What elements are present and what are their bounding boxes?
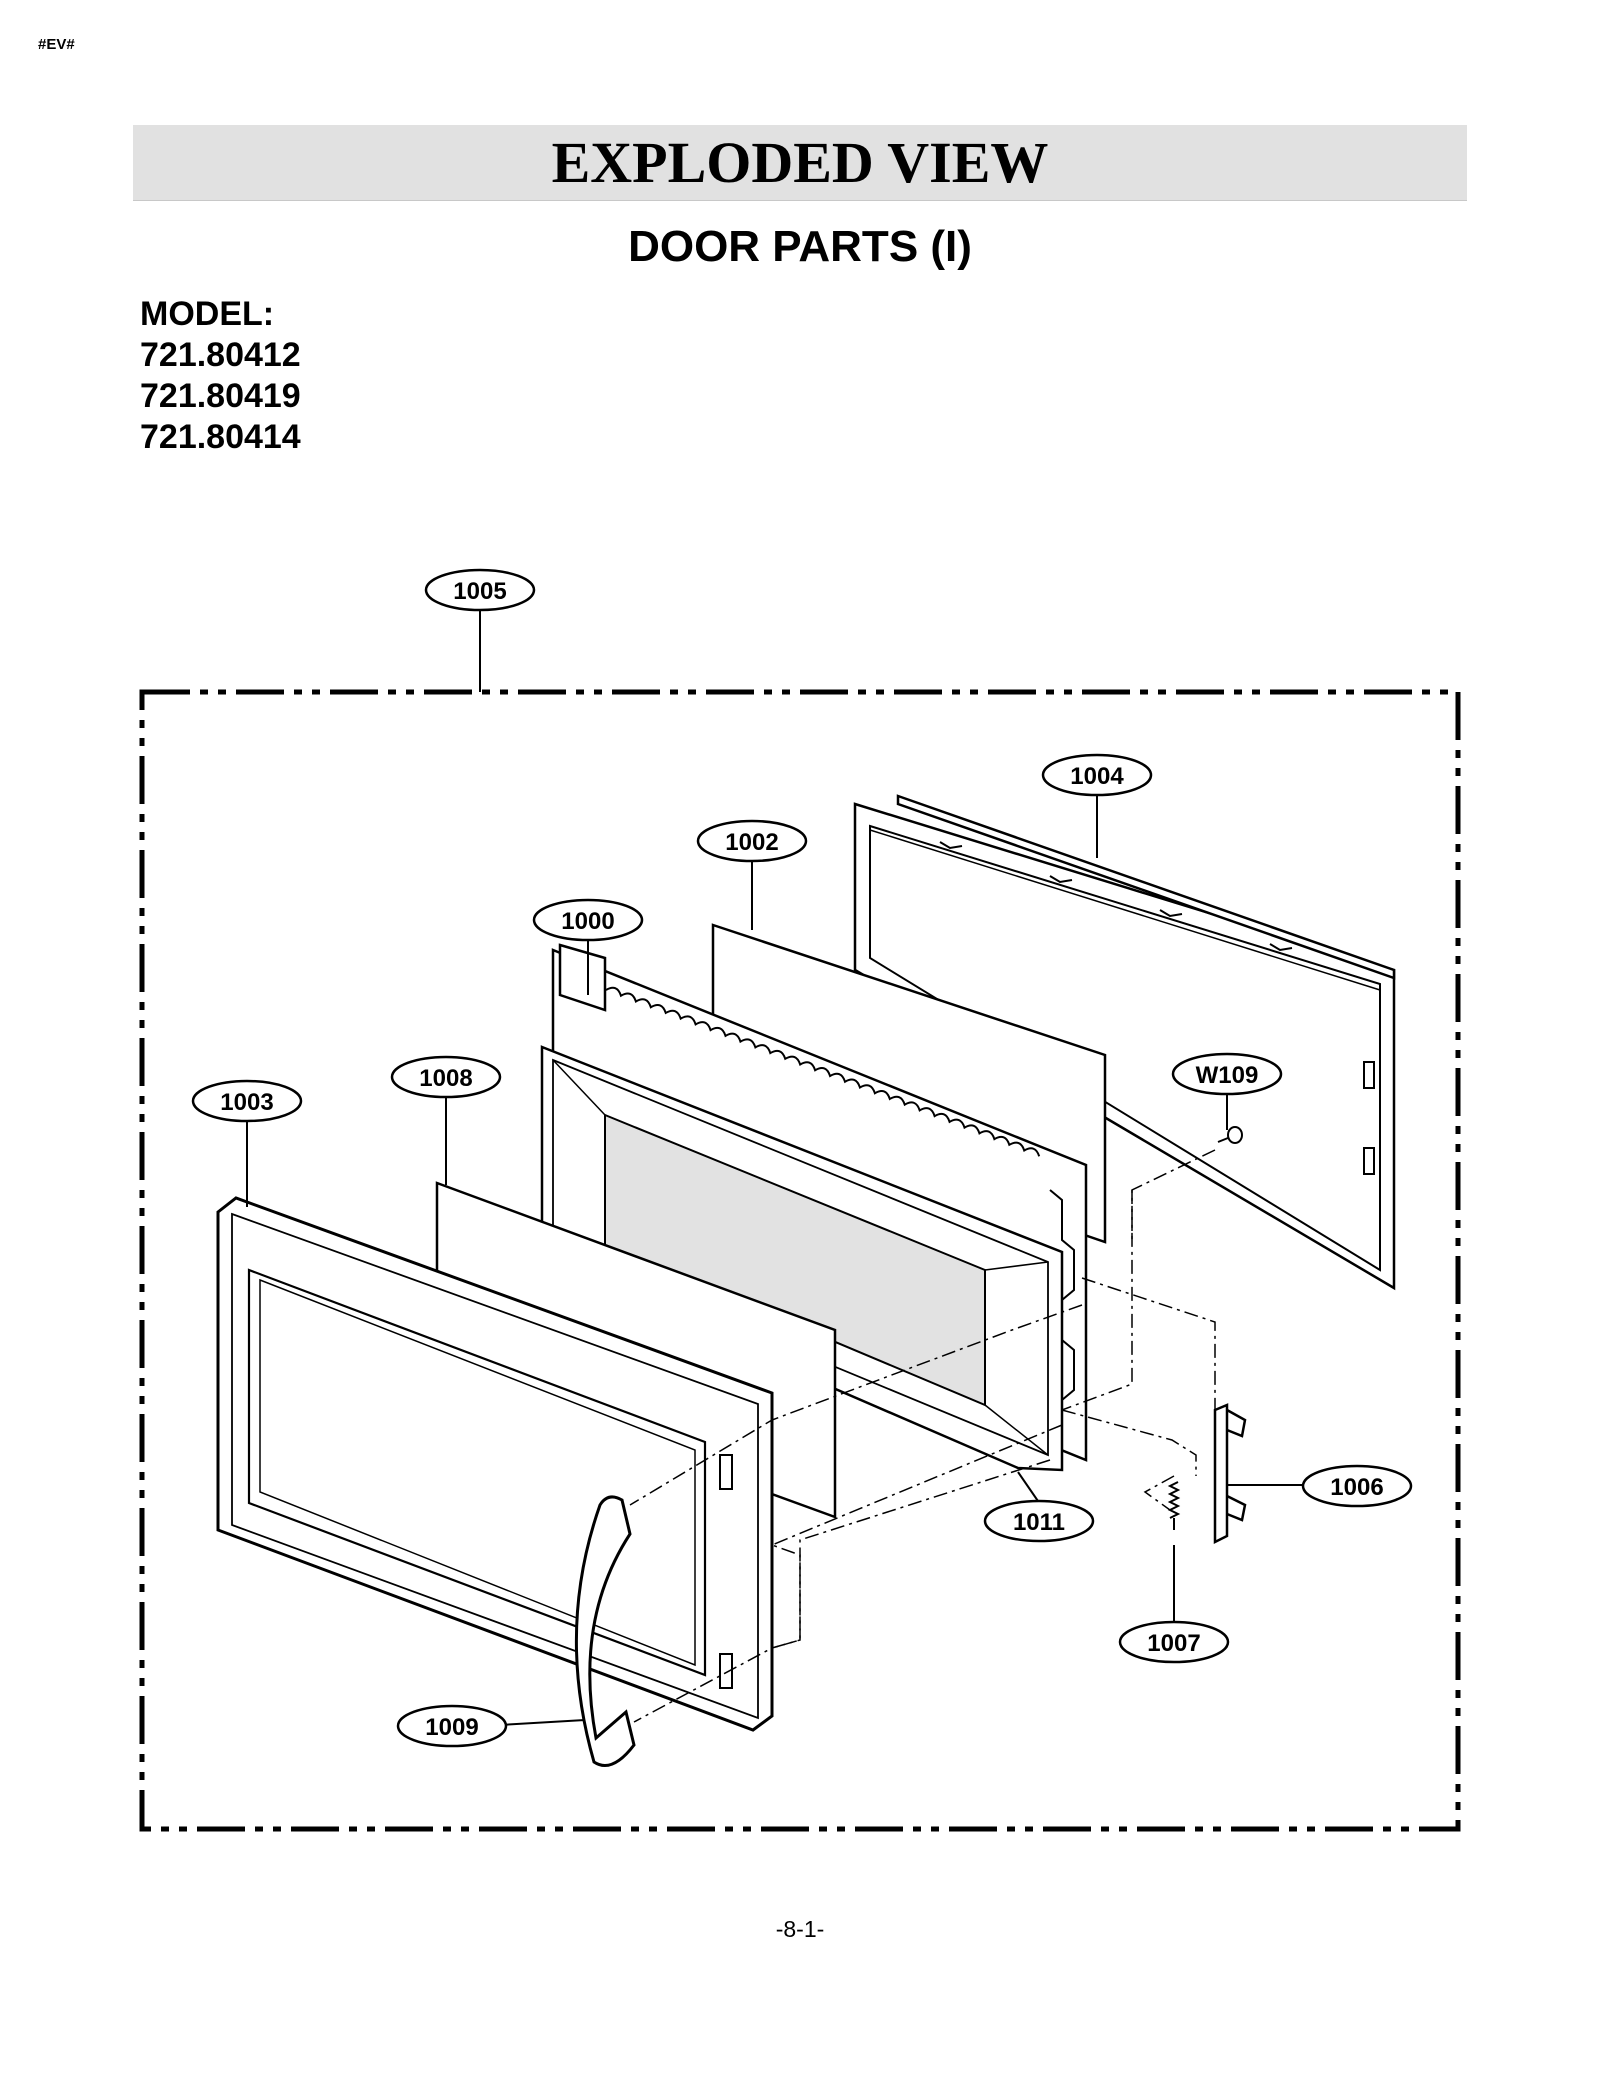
model-number: 721.80412	[140, 336, 301, 374]
section-subtitle: DOOR PARTS (I)	[628, 222, 972, 271]
part-1009-handle	[574, 1495, 636, 1767]
callout-1004: 1004	[1041, 753, 1153, 797]
callout-1009: 1009	[396, 1704, 508, 1748]
svg-text:1004: 1004	[1070, 763, 1124, 790]
svg-text:1006: 1006	[1330, 1474, 1383, 1501]
svg-text:1002: 1002	[725, 829, 778, 856]
leader-lines	[246, 609, 1323, 1726]
callout-1000: 1000	[532, 898, 644, 942]
page-number: -8-1-	[775, 1916, 825, 1942]
svg-text:1000: 1000	[561, 908, 614, 935]
part-1011-window-frame	[540, 1045, 1064, 1472]
svg-text:W109: W109	[1196, 1062, 1259, 1089]
svg-text:1011: 1011	[1013, 1509, 1065, 1536]
part-1006-latch	[1213, 1403, 1247, 1545]
callout-1003: 1003	[191, 1079, 303, 1123]
svg-text:1005: 1005	[453, 578, 506, 605]
callout-1005: 1005	[424, 568, 536, 612]
model-list: MODEL: 721.80412 721.80419 721.80414	[140, 294, 301, 458]
document-tag: #EV#	[38, 36, 75, 53]
model-label: MODEL:	[140, 295, 275, 333]
assembly-guide-lines	[629, 1149, 1216, 1723]
callout-1008: 1008	[390, 1055, 502, 1099]
model-number: 721.80414	[140, 418, 301, 456]
svg-text:1003: 1003	[220, 1089, 273, 1116]
assembly-boundary	[139, 689, 1461, 1832]
callout-1002: 1002	[696, 819, 808, 863]
title-band: EXPLODED VIEW	[133, 125, 1467, 201]
model-number: 721.80419	[140, 377, 301, 415]
part-w109-screw	[1217, 1126, 1243, 1144]
svg-text:1009: 1009	[425, 1714, 478, 1741]
callout-w109: W109	[1171, 1052, 1283, 1096]
callout-1007: 1007	[1118, 1620, 1230, 1664]
svg-text:1008: 1008	[419, 1065, 472, 1092]
callout-1011: 1011	[983, 1499, 1095, 1543]
page-title: EXPLODED VIEW	[551, 130, 1049, 195]
part-1004-rear-panel	[853, 794, 1396, 1291]
part-1007-spring	[1167, 1481, 1181, 1530]
part-1003-outer-door	[216, 1196, 774, 1732]
svg-text:1007: 1007	[1147, 1630, 1200, 1657]
callout-1006: 1006	[1301, 1464, 1413, 1508]
